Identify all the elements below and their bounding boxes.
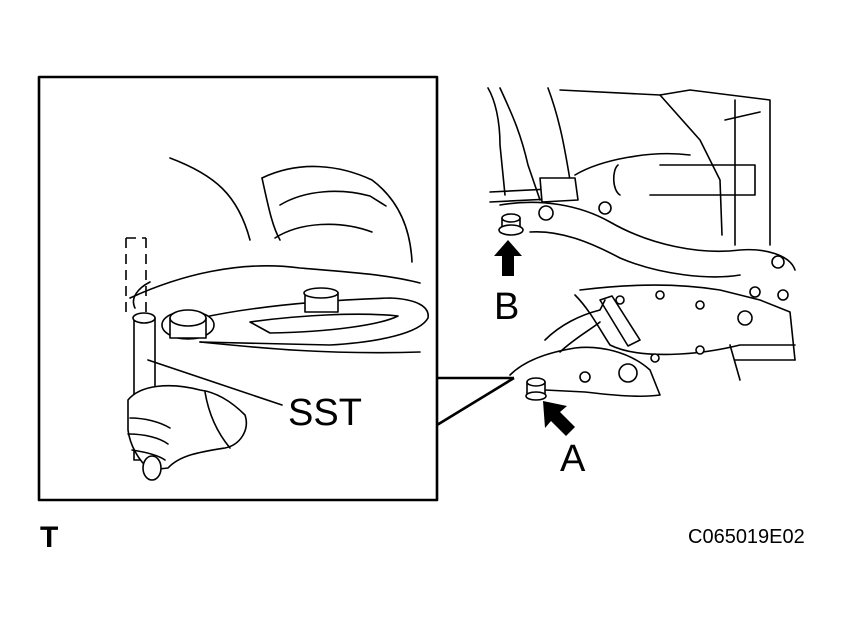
figure-code: C065019E02: [688, 526, 805, 548]
inset-drawing: [125, 157, 429, 481]
sst-label: SST: [288, 392, 362, 434]
arrow-up-icon: [494, 240, 522, 276]
bolt-b: [498, 213, 524, 236]
bolt-b-label: B: [494, 286, 520, 328]
bolt-a: [525, 377, 547, 401]
corner-mark-label: T: [40, 521, 59, 554]
arrow-diagonal-icon: [543, 401, 575, 436]
detail-inset: [37, 75, 515, 502]
bolt-a-label: A: [560, 438, 586, 480]
chassis-drawing: [487, 87, 796, 401]
